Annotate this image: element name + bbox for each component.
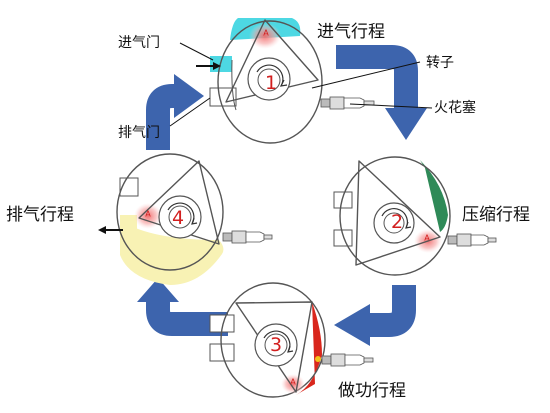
flow-arrow-1-to-2 xyxy=(336,45,427,140)
spark-plug-label: 火花塞 xyxy=(434,99,476,116)
flow-arrow-4-to-1 xyxy=(146,74,204,150)
stage-number-3: 3 xyxy=(270,334,282,356)
engine-stage-3: 3 A xyxy=(209,282,374,398)
apex-mark-3: A xyxy=(290,378,296,387)
spark-plug-4 xyxy=(222,230,273,244)
stage-number-1: 1 xyxy=(265,72,277,94)
flow-arrow-2-to-3 xyxy=(334,285,416,346)
exhaust-stroke-label: 排气行程 xyxy=(6,205,74,225)
power-stroke-label: 做功行程 xyxy=(338,381,406,401)
engine-stage-4: 4 A xyxy=(98,153,273,285)
leader-lines xyxy=(169,42,433,127)
compression-stroke-label: 压缩行程 xyxy=(462,205,530,225)
rotor-label: 转子 xyxy=(426,55,454,71)
stage-number-2: 2 xyxy=(391,211,403,233)
engine-stage-2: 2 A xyxy=(333,156,497,276)
engine-stage-1: 1 A xyxy=(196,18,375,144)
apex-mark-1: A xyxy=(263,29,269,38)
exhaust-valve-label: 排气门 xyxy=(118,125,160,141)
spark-plug-2 xyxy=(447,233,497,247)
apex-mark-4: A xyxy=(145,210,151,219)
spark-plug-3 xyxy=(321,353,374,367)
spark-plug-1 xyxy=(320,96,375,110)
intake-valve-label: 进气门 xyxy=(118,35,160,51)
flow-arrow-3-to-4 xyxy=(137,278,228,336)
stage-number-4: 4 xyxy=(172,207,184,229)
intake-stroke-label: 进气行程 xyxy=(317,22,385,42)
apex-mark-2: A xyxy=(424,234,430,243)
